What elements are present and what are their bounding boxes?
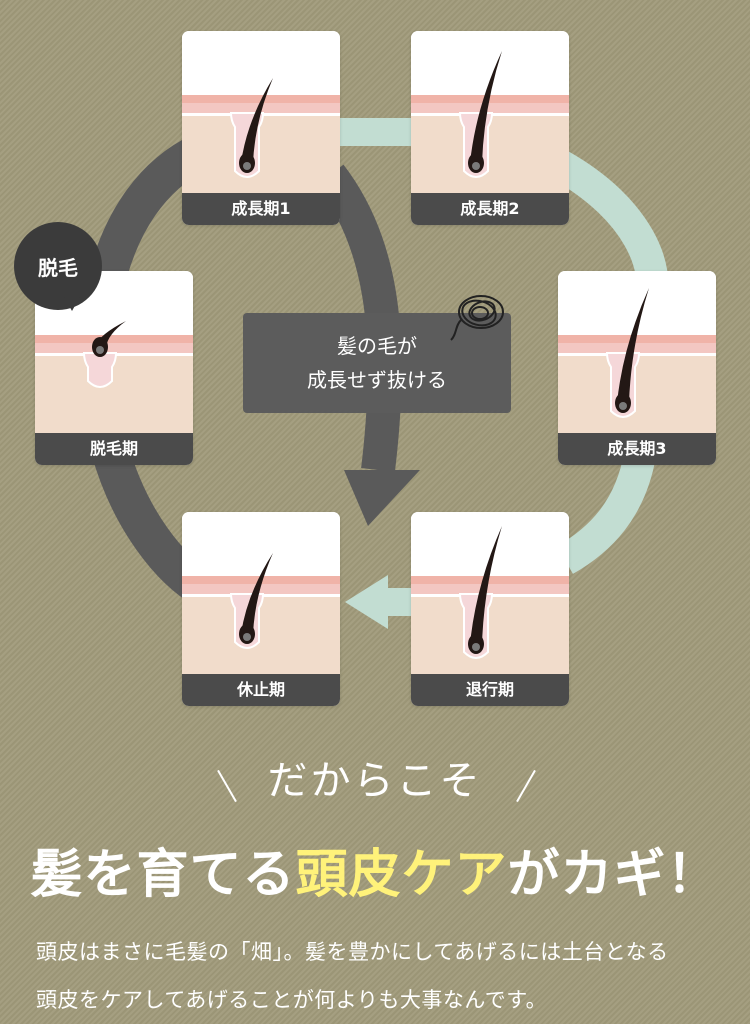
headline-highlight: 頭皮ケア <box>295 845 508 905</box>
epidermis-top <box>411 95 569 103</box>
body-text: 頭皮はまさに毛髪の「畑」。髪を豊かにしてあげるには土台となる 頭皮をケアしてあげ… <box>36 928 726 1024</box>
follicle <box>82 352 118 388</box>
dermal-papilla <box>96 346 104 354</box>
mint-cycle-arrow-lower <box>556 451 656 574</box>
card-anagen-3: 成長期3 <box>558 271 716 465</box>
card-label: 脱毛期 <box>35 433 193 465</box>
subtitle: だからこそ <box>267 758 483 804</box>
epidermis-band <box>182 584 340 594</box>
sky <box>182 512 340 580</box>
epidermis-top <box>411 576 569 584</box>
dermal-papilla <box>472 643 480 651</box>
mint-connector <box>330 118 420 146</box>
card-catagen: 退行期 <box>411 512 569 706</box>
card-label: 休止期 <box>182 674 340 706</box>
dark-arrow-head <box>344 470 420 526</box>
scalp-illustration <box>558 271 716 433</box>
card-label: 成長期2 <box>411 193 569 225</box>
hair-shaft <box>470 51 502 163</box>
epidermis-top <box>182 95 340 103</box>
card-anagen-1: 成長期1 <box>182 31 340 225</box>
hair-tangle-icon <box>450 295 504 341</box>
dermal-papilla <box>243 633 251 641</box>
badge-label: 脱毛 <box>38 255 78 280</box>
epidermis-band <box>411 584 569 594</box>
card-shedding: 脱毛期 <box>35 271 193 465</box>
headline-part-1: 髪を育てる <box>30 845 296 905</box>
scalp-illustration <box>35 271 193 433</box>
epidermis-band <box>35 343 193 353</box>
epidermis-band <box>558 343 716 353</box>
scalp-illustration <box>182 31 340 193</box>
note-line-1: 髪の毛が <box>337 334 417 358</box>
card-label: 退行期 <box>411 674 569 706</box>
epidermis-top <box>35 335 193 343</box>
headline: 髪を育てる頭皮ケアがカギ！ <box>0 832 750 907</box>
sky <box>182 31 340 99</box>
mint-left-arrow-head <box>345 575 388 629</box>
headline-part-2: がカギ！ <box>507 845 720 905</box>
scalp-illustration <box>411 31 569 193</box>
shedding-badge: 脱毛 <box>14 222 102 310</box>
scalp-illustration <box>182 512 340 674</box>
epidermis-top <box>558 335 716 343</box>
dermal-papilla <box>619 402 627 410</box>
body-line-2: 頭皮をケアしてあげることが何よりも大事なんです。 <box>36 988 548 1012</box>
card-anagen-2: 成長期2 <box>411 31 569 225</box>
body-line-1: 頭皮はまさに毛髪の「畑」。髪を豊かにしてあげるには土台となる <box>36 940 669 964</box>
hair-shaft <box>241 553 273 634</box>
card-telogen: 休止期 <box>182 512 340 706</box>
epidermis-band <box>411 103 569 113</box>
dermal-papilla <box>243 162 251 170</box>
card-label: 成長期3 <box>558 433 716 465</box>
dark-shortcut-arrow <box>316 164 402 473</box>
hair-shaft <box>617 288 649 403</box>
note-line-2: 成長せず抜ける <box>307 368 447 392</box>
note-box: 髪の毛が 成長せず抜ける <box>243 313 511 413</box>
dermal-papilla <box>472 162 480 170</box>
scalp-illustration <box>411 512 569 674</box>
card-label: 成長期1 <box>182 193 340 225</box>
hair-shaft <box>470 526 502 644</box>
hair-shaft <box>241 78 273 163</box>
badge-tail <box>62 293 82 311</box>
